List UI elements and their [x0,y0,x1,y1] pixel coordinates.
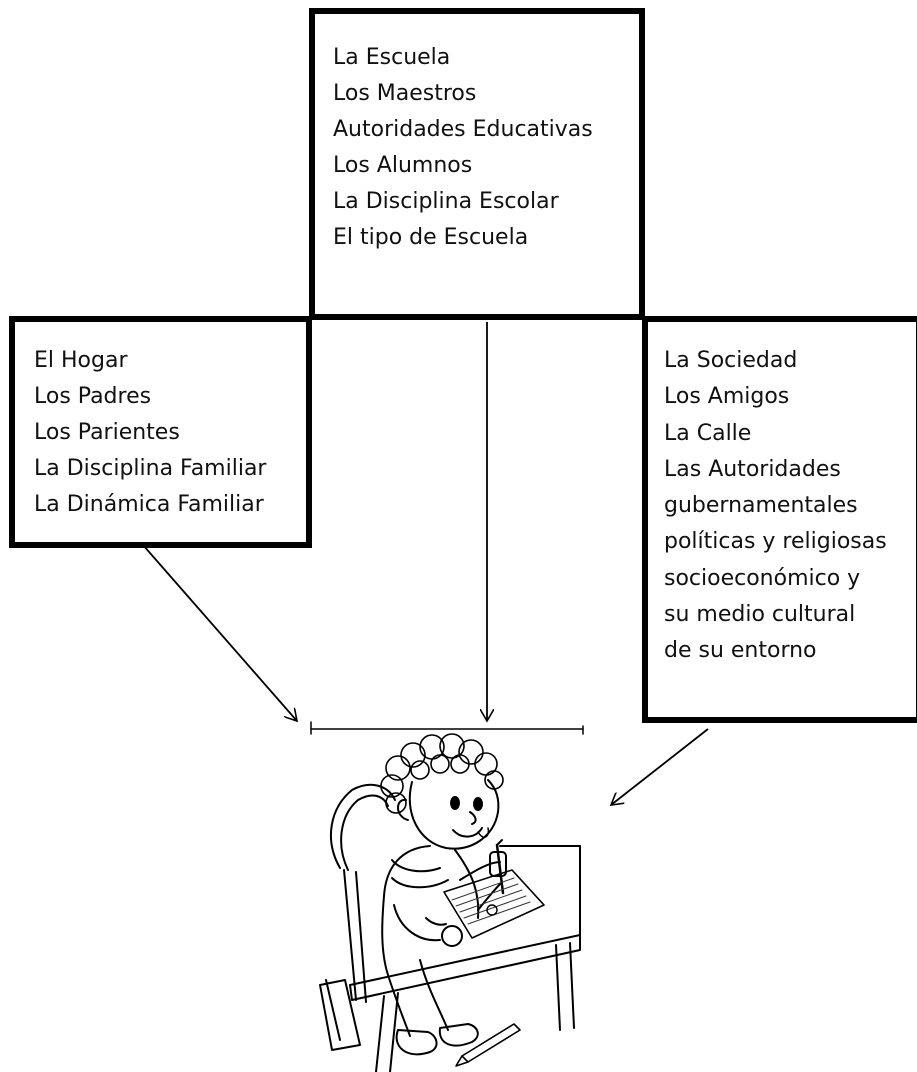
school-list: La Escuela Los Maestros Autoridades Educ… [333,40,639,256]
society-item: de su entorno [664,638,817,664]
home-item: Los Padres [34,384,152,409]
home-list: El Hogar Los Padres Los Parientes La Dis… [34,343,306,523]
child-illustration [310,721,584,1072]
society-item: gubernamentales [664,493,858,519]
society-item: La Calle [664,420,752,446]
society-item: La Sociedad [664,348,798,373]
home-item: Los Parientes [34,420,180,445]
society-list: La Sociedad Los Amigos La Calle Las Auto… [664,343,916,670]
arrow-from-home [142,544,297,721]
arrow-from-society [611,728,709,805]
society-item: Las Autoridades [664,456,841,482]
school-item: Autoridades Educativas [333,117,593,142]
school-item: Los Maestros [333,81,477,106]
society-item: socioeconómico y [664,565,861,591]
society-item: Los Amigos [664,384,790,410]
school-item: El tipo de Escuela [333,225,529,250]
school-box: La Escuela Los Maestros Autoridades Educ… [309,8,645,320]
school-item: La Escuela [333,45,451,70]
home-box: El Hogar Los Padres Los Parientes La Dis… [9,316,312,548]
school-item: La Disciplina Escolar [333,189,559,214]
home-item: La Disciplina Familiar [34,456,267,481]
society-box: La Sociedad Los Amigos La Calle Las Auto… [642,316,917,723]
school-item: Los Alumnos [333,153,473,178]
society-item: políticas y religiosas [664,529,887,555]
home-item: El Hogar [34,348,128,373]
society-item: su medio cultural [664,602,856,628]
home-item: La Dinámica Familiar [34,492,264,517]
